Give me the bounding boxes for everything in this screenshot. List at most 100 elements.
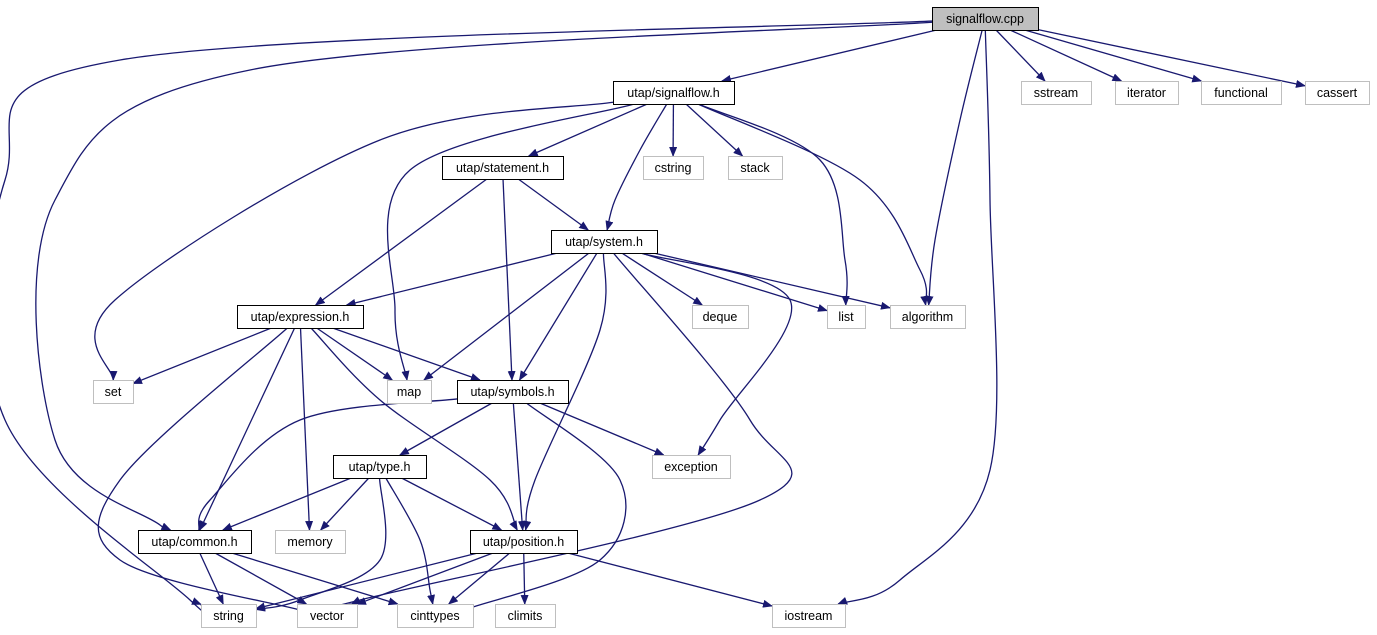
node-label: cstring [655, 161, 692, 175]
edge-utap-type-h-to-utap-common-h [221, 477, 352, 531]
node-box [890, 305, 966, 329]
node-iostream: iostream [772, 604, 846, 628]
node-box [643, 156, 704, 180]
node-utap-system-h[interactable]: utap/system.h [551, 230, 658, 254]
node-box [1201, 81, 1282, 105]
edge-utap-expression-h-to-utap-symbols-h [332, 327, 481, 381]
node-label: utap/symbols.h [470, 385, 554, 399]
node-utap-type-h[interactable]: utap/type.h [333, 455, 427, 479]
node-signalflow-cpp[interactable]: signalflow.cpp [932, 7, 1039, 31]
node-label: utap/system.h [565, 235, 643, 249]
node-box [692, 305, 749, 329]
edge-utap-statement-h-to-utap-symbols-h [502, 178, 516, 381]
nodes-layer: signalflow.cpp utap/signalflow.h sstream it… [93, 7, 1370, 628]
node-box [1305, 81, 1370, 105]
node-box [772, 604, 846, 628]
edge-utap-system-h-to-list [640, 252, 828, 312]
node-label: cinttypes [410, 609, 459, 623]
node-cinttypes: cinttypes [397, 604, 474, 628]
node-box [495, 604, 556, 628]
node-box [1021, 81, 1092, 105]
node-label: set [105, 385, 122, 399]
node-label: utap/expression.h [251, 310, 350, 324]
edge-utap-system-h-to-map [423, 252, 590, 381]
node-memory: memory [275, 530, 346, 554]
node-box [333, 455, 427, 479]
edge-utap-position-h-to-iostream [567, 552, 773, 608]
node-box [613, 81, 735, 105]
node-box [932, 7, 1039, 31]
node-label: sstream [1034, 86, 1078, 100]
edge-utap-symbols-h-to-exception [539, 402, 665, 456]
node-exception: exception [652, 455, 731, 479]
node-utap-expression-h[interactable]: utap/expression.h [237, 305, 364, 329]
node-label: cassert [1317, 86, 1358, 100]
edge-utap-signalflow-h-to-stack [685, 103, 744, 157]
node-sstream: sstream [1021, 81, 1092, 105]
edge-utap-signalflow-h-to-set [94, 101, 614, 381]
edge-utap-position-h-to-vector [356, 552, 494, 605]
node-box [652, 455, 731, 479]
edge-utap-signalflow-h-to-utap-system-h [605, 103, 668, 231]
node-label: functional [1214, 86, 1268, 100]
edge-utap-signalflow-h-to-algorithm [697, 103, 929, 306]
edge-utap-common-h-to-vector [214, 552, 308, 605]
edge-utap-symbols-h-to-utap-position-h [512, 402, 526, 531]
edge-utap-system-h-to-utap-expression-h [345, 252, 558, 307]
edge-utap-statement-h-to-utap-expression-h [314, 178, 488, 306]
edge-utap-system-h-to-exception [640, 252, 793, 456]
edge-signalflow-cpp-to-cassert [1037, 29, 1306, 88]
node-box [138, 530, 252, 554]
node-map: map [387, 380, 432, 404]
edge-utap-type-h-to-utap-position-h [401, 477, 503, 531]
edge-signalflow-cpp-to-iterator [1009, 29, 1123, 82]
node-utap-position-h[interactable]: utap/position.h [470, 530, 578, 554]
node-label: list [838, 310, 854, 324]
edge-utap-expression-h-to-map [316, 327, 394, 381]
node-climits: climits [495, 604, 556, 628]
edge-signalflow-cpp-to-functional [1024, 29, 1203, 83]
node-label: exception [664, 460, 718, 474]
edge-utap-statement-h-to-utap-system-h [517, 178, 590, 231]
node-box [275, 530, 346, 554]
node-box [470, 530, 578, 554]
edge-utap-signalflow-h-to-list [698, 103, 850, 306]
edge-utap-common-h-to-cinttypes [231, 552, 399, 606]
node-utap-signalflow-h[interactable]: utap/signalflow.h [613, 81, 735, 105]
edge-utap-expression-h-to-utap-common-h [199, 327, 296, 531]
node-label: utap/statement.h [456, 161, 549, 175]
node-label: map [397, 385, 421, 399]
edge-signalflow-cpp-to-string [0, 20, 933, 616]
node-set: set [93, 380, 134, 404]
node-box [93, 380, 134, 404]
node-box [551, 230, 658, 254]
node-stack: stack [728, 156, 783, 180]
node-algorithm: algorithm [890, 305, 966, 329]
node-utap-symbols-h[interactable]: utap/symbols.h [457, 380, 569, 404]
node-label: deque [703, 310, 738, 324]
node-label: signalflow.cpp [946, 12, 1024, 26]
node-functional: functional [1201, 81, 1282, 105]
node-label: utap/type.h [349, 460, 411, 474]
edge-utap-position-h-to-cinttypes [447, 552, 511, 605]
node-utap-statement-h[interactable]: utap/statement.h [442, 156, 564, 180]
node-label: climits [508, 609, 543, 623]
edge-utap-type-h-to-cinttypes [385, 477, 435, 605]
edge-utap-type-h-to-string [255, 477, 387, 612]
node-cstring: cstring [643, 156, 704, 180]
edge-utap-position-h-to-climits [520, 552, 529, 605]
node-string: string [201, 604, 257, 628]
edge-utap-symbols-h-to-cinttypes [460, 402, 627, 614]
node-label: utap/position.h [483, 535, 564, 549]
node-box [201, 604, 257, 628]
node-box [442, 156, 564, 180]
node-label: memory [287, 535, 333, 549]
node-iterator: iterator [1115, 81, 1179, 105]
edge-signalflow-cpp-to-utap-common-h [35, 21, 933, 534]
node-utap-common-h[interactable]: utap/common.h [138, 530, 252, 554]
edge-utap-expression-h-to-vector [97, 327, 314, 616]
node-box [297, 604, 358, 628]
node-box [457, 380, 569, 404]
node-box [728, 156, 783, 180]
